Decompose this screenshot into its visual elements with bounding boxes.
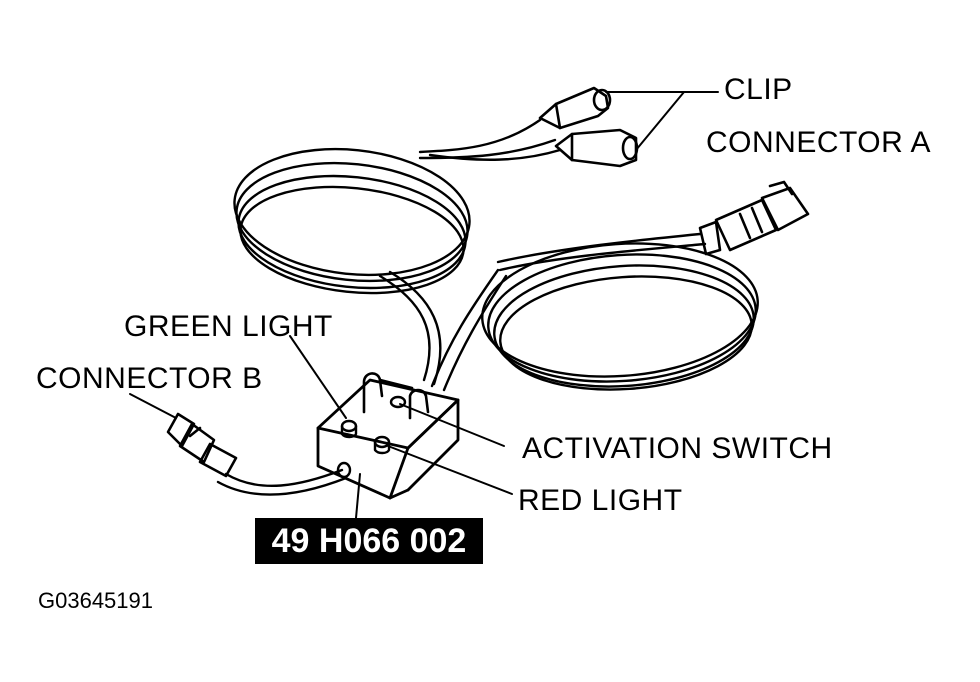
clip-cables bbox=[418, 118, 562, 161]
connector-b-plug bbox=[166, 412, 238, 478]
green-light-label: GREEN LIGHT bbox=[124, 310, 333, 343]
figure-id: G03645191 bbox=[38, 588, 153, 613]
box-cable-left bbox=[378, 270, 442, 386]
part-number-badge: 49 H066 002 bbox=[255, 518, 483, 564]
clip-label: CLIP bbox=[724, 73, 793, 106]
red-light-label: RED LIGHT bbox=[518, 484, 683, 517]
connector-b-cable bbox=[216, 461, 352, 496]
leader-lines bbox=[129, 91, 719, 519]
green-light bbox=[340, 419, 358, 439]
red-light bbox=[373, 435, 391, 455]
left-cable-coil bbox=[233, 147, 471, 295]
switch-knob bbox=[389, 395, 407, 409]
right-cable-coil bbox=[481, 242, 759, 391]
connector-a-label: CONNECTOR A bbox=[706, 126, 931, 159]
lower-clip bbox=[554, 128, 639, 168]
tester-box bbox=[316, 378, 460, 500]
connector-b-label: CONNECTOR B bbox=[36, 362, 263, 395]
box-cable-right bbox=[430, 268, 508, 392]
upper-clip bbox=[538, 86, 612, 130]
connector-a-plug bbox=[698, 180, 810, 256]
activation-switch bbox=[362, 372, 430, 420]
connector-a-cable bbox=[496, 232, 707, 272]
activation-switch-label: ACTIVATION SWITCH bbox=[522, 432, 833, 465]
